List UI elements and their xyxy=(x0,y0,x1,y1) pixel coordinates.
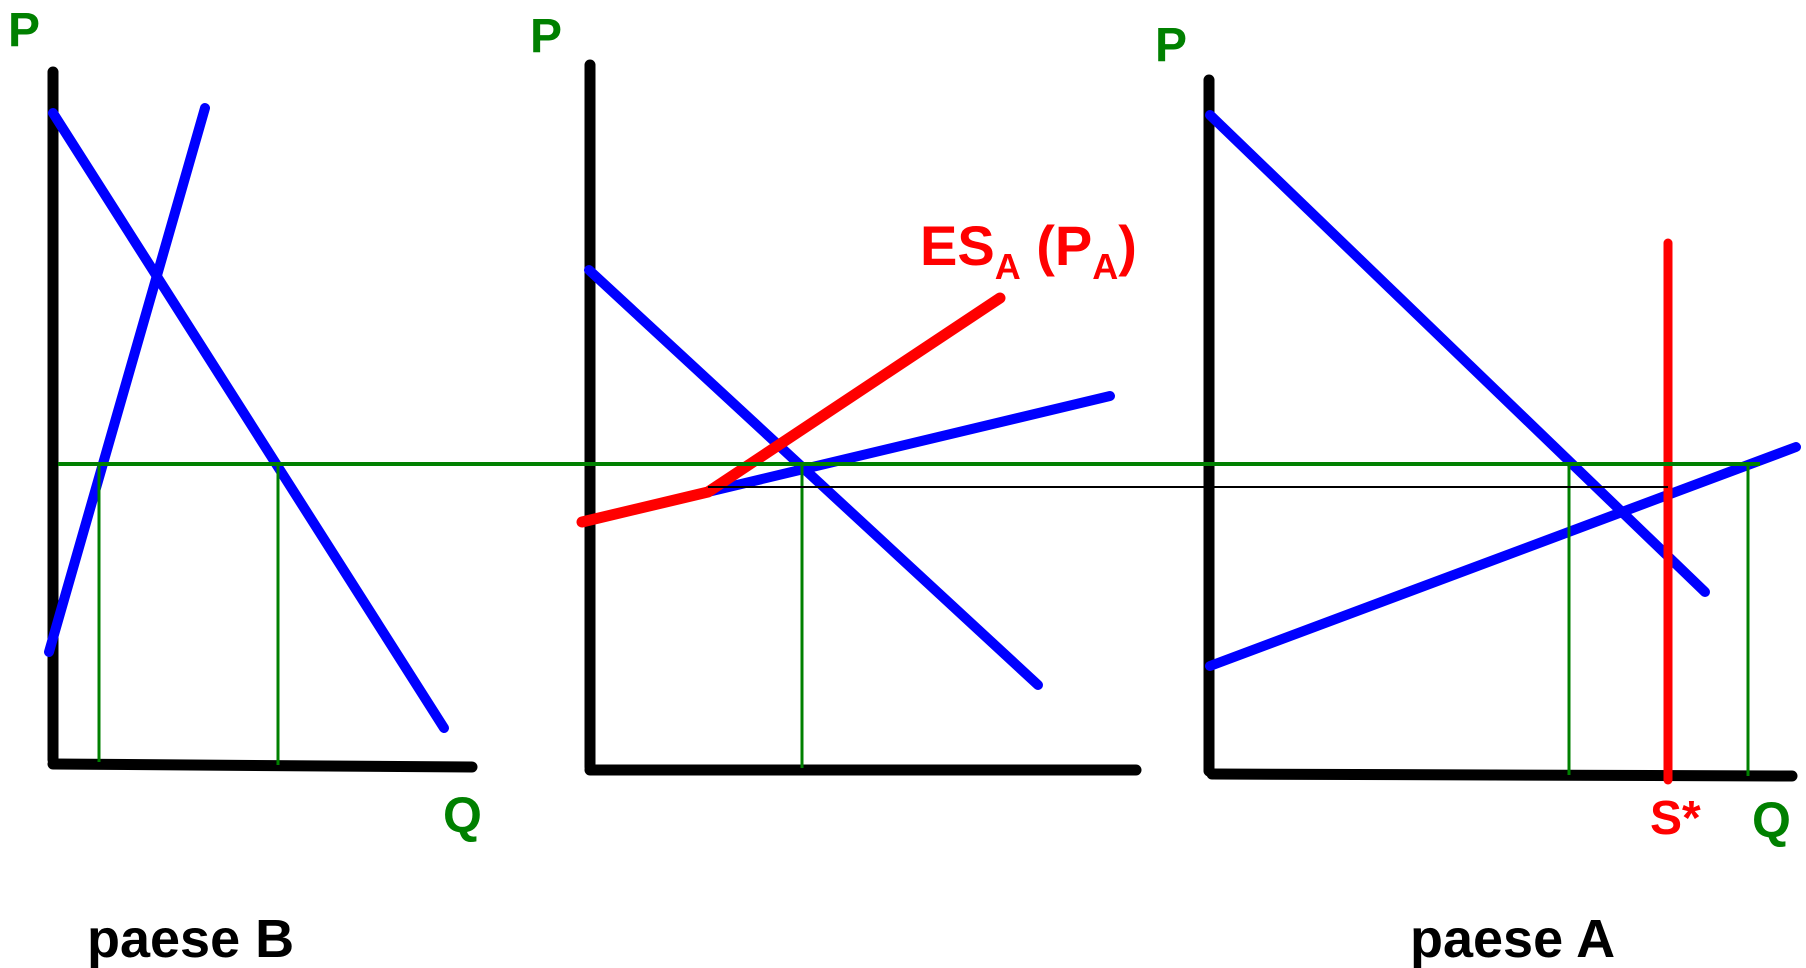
panel-left: P Q paese B xyxy=(8,4,482,968)
middle-import-demand-curve xyxy=(584,265,1043,690)
middle-es-a-curve xyxy=(576,292,1006,528)
middle-es-a-label: ESA (PA) xyxy=(920,214,1137,287)
middle-axis-y-label: P xyxy=(530,10,562,63)
es-label-main: ES xyxy=(920,214,995,277)
es-label-end: ) xyxy=(1118,214,1137,277)
right-country-label: paese A xyxy=(1410,909,1615,968)
es-label-mid: (P xyxy=(1021,214,1093,277)
right-s-star-label: S* xyxy=(1650,792,1701,845)
right-axis-y-label: P xyxy=(1155,19,1187,72)
right-demand-curve xyxy=(1205,110,1710,597)
left-country-label: paese B xyxy=(87,909,294,968)
left-x-axis xyxy=(47,758,478,773)
left-axis-x-label: Q xyxy=(443,787,482,843)
panel-middle: P ESA (PA) xyxy=(530,10,1142,776)
left-supply-curve xyxy=(44,103,210,657)
right-x-axis xyxy=(1206,768,1798,782)
left-axis-y-label: P xyxy=(8,4,40,57)
es-label-sub2: A xyxy=(1092,246,1118,287)
right-supply-curve xyxy=(1205,442,1801,671)
left-demand-curve xyxy=(48,108,449,733)
panel-right: P Q S* paese A xyxy=(1155,19,1801,968)
right-axis-x-label: Q xyxy=(1752,792,1791,848)
es-label-sub1: A xyxy=(995,246,1021,287)
